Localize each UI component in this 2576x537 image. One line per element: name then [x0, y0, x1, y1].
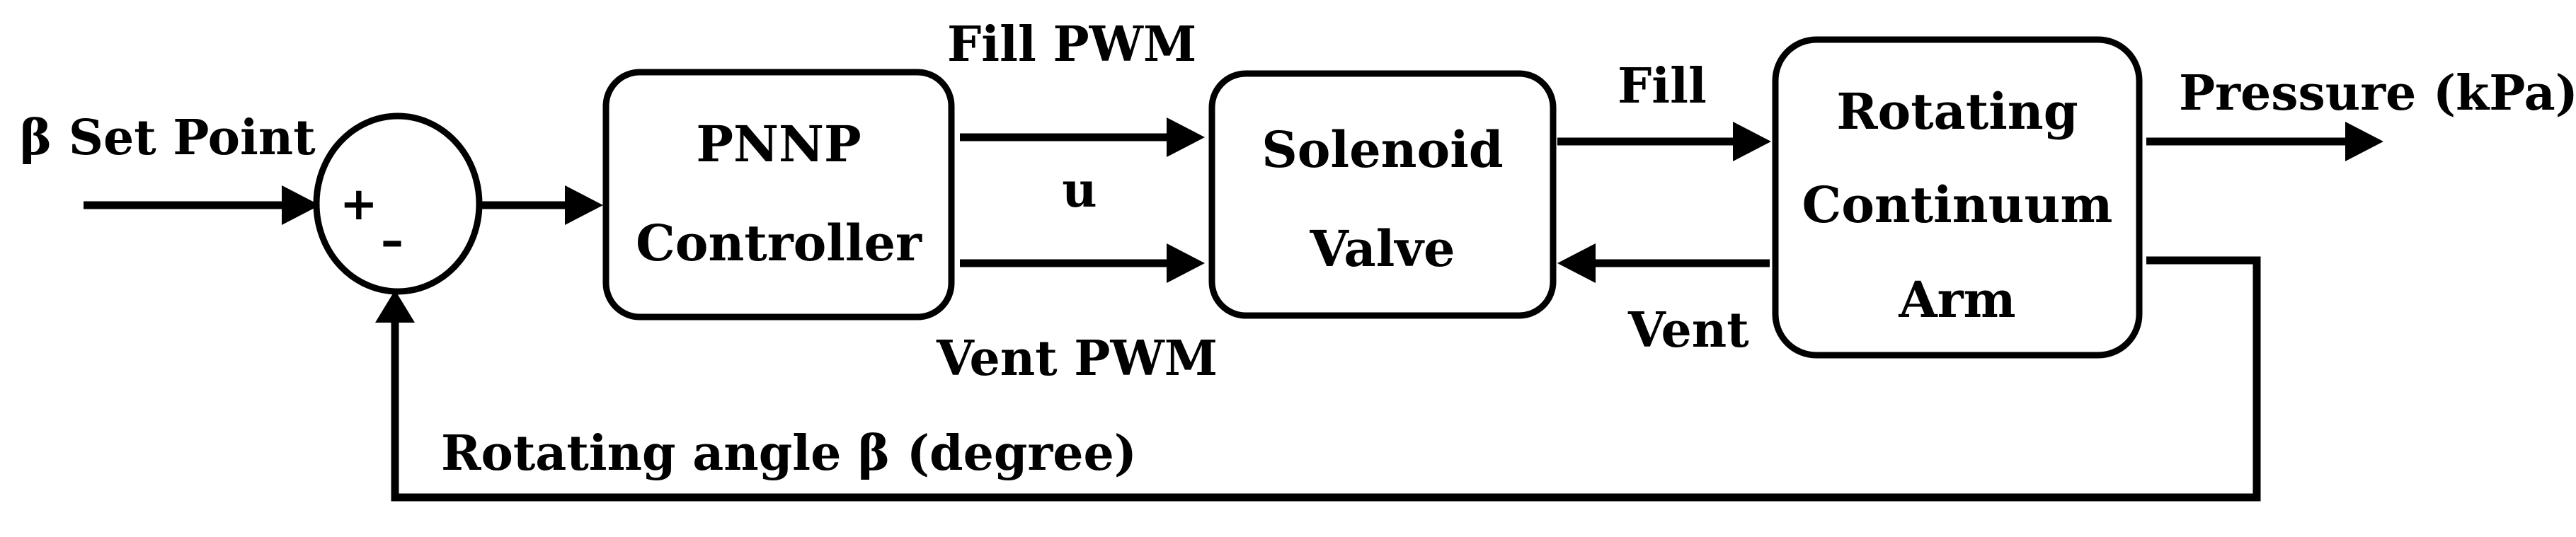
arm-label-line3: Arm	[1898, 270, 2015, 329]
feedback-arrowhead	[375, 290, 415, 323]
pressure-arrowhead	[2345, 122, 2383, 161]
vent-label: Vent	[1627, 302, 1749, 359]
error-arrowhead	[565, 185, 603, 225]
setpoint-arrowhead	[282, 185, 320, 225]
fill-pwm-label: Fill PWM	[947, 16, 1196, 73]
controller-label-line2: Controller	[636, 214, 922, 272]
feedback-line	[391, 256, 2261, 502]
vent-pwm-label: Vent PWM	[936, 330, 1218, 387]
fill-label: Fill	[1618, 58, 1707, 115]
u-label: u	[1062, 162, 1097, 219]
minus-sign: –	[381, 215, 403, 267]
valve-box	[1208, 70, 1557, 319]
vent-pwm-arrowhead	[1167, 243, 1205, 283]
controller-label-line1: PNNP	[696, 115, 861, 173]
arm-block: Rotating Continuum Arm	[1772, 36, 2143, 359]
vent-arrowhead	[1557, 243, 1596, 283]
valve-block: Solenoid Valve	[1208, 70, 1557, 319]
arm-box	[1772, 36, 2143, 359]
valve-label-line2: Valve	[1309, 219, 1455, 278]
arm-label-line1: Rotating	[1836, 82, 2078, 141]
valve-label-line1: Solenoid	[1261, 120, 1504, 179]
controller-block: PNNP Controller	[602, 69, 955, 321]
summing-junction: + –	[313, 112, 483, 295]
fill-pwm-arrowhead	[1167, 117, 1205, 157]
controller-box	[602, 69, 955, 321]
fill-arrowhead	[1733, 122, 1771, 161]
feedback-label: Rotating angle β (degree)	[441, 425, 1137, 482]
setpoint-label: β Set Point	[20, 110, 316, 166]
pressure-label: Pressure (kPa)	[2179, 65, 2576, 122]
arm-label-line2: Continuum	[1802, 175, 2113, 234]
plus-sign: +	[340, 178, 378, 231]
